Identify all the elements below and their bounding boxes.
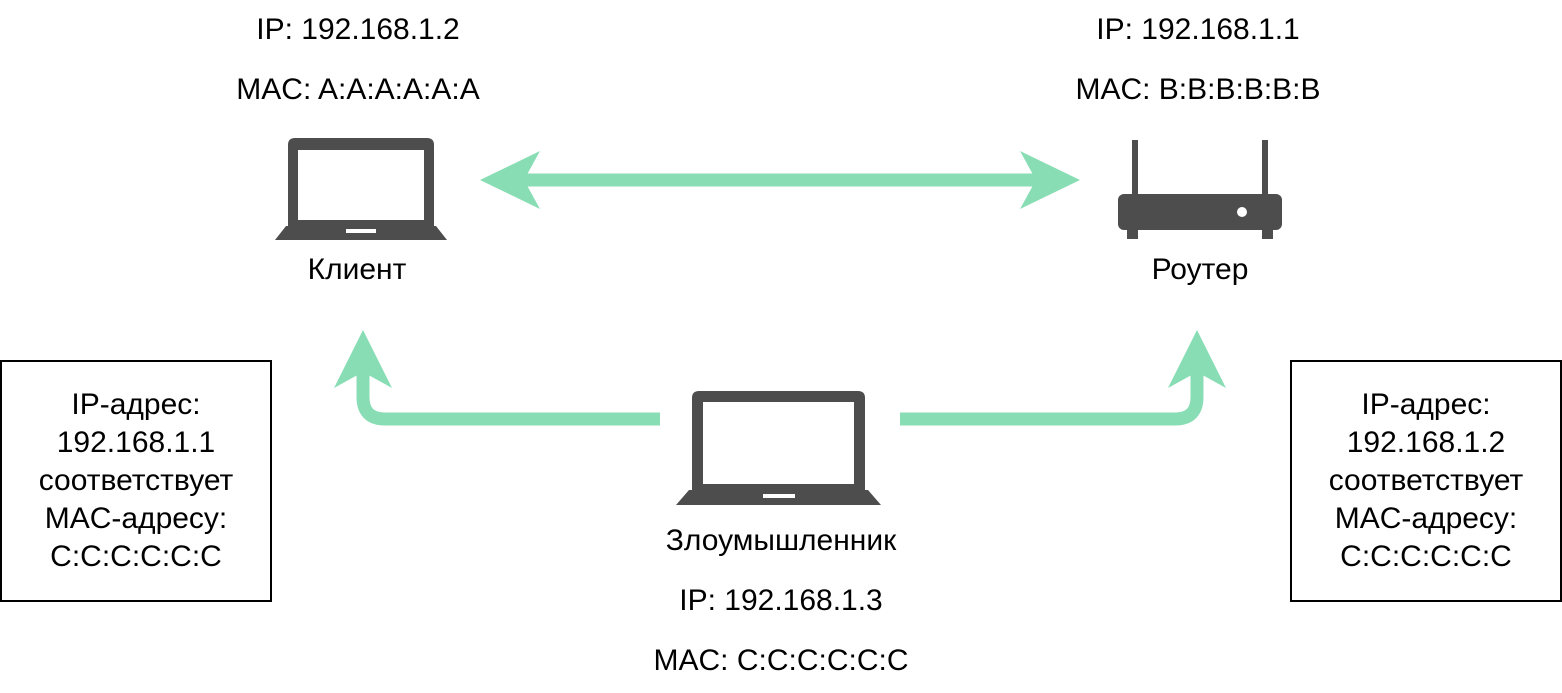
attacker-label: Злоумышленник [665, 524, 897, 557]
client-laptop-icon [275, 138, 447, 240]
client-router-arrow [480, 151, 1080, 209]
arrow-head-right [1020, 151, 1080, 209]
client-arp-note-line: MAC-адресу: [44, 502, 228, 535]
client-arp-note-line: C:C:C:C:C:C [50, 540, 222, 573]
attacker-laptop-icon [676, 391, 881, 505]
arrow-head-up-router [1168, 330, 1226, 388]
router-arp-note-line: C:C:C:C:C:C [1340, 540, 1512, 573]
attacker-mac: MAC: C:C:C:C:C:C [653, 644, 909, 677]
client-label: Клиент [307, 253, 407, 286]
router-mac: MAC: B:B:B:B:B:B [1075, 73, 1321, 106]
router-arp-note-line: MAC-адресу: [1334, 502, 1518, 535]
client-arp-note: IP-адрес: 192.168.1.1 соответствует MAC-… [0, 360, 272, 602]
router-arp-note-line: соответствует [1328, 464, 1524, 497]
arrow-head-left [480, 151, 540, 209]
router-arp-note-line: IP-адрес: [1361, 388, 1491, 421]
client-mac: MAC: A:A:A:A:A:A [236, 73, 480, 106]
client-arp-note-line: 192.168.1.1 [56, 426, 216, 459]
router-ip: IP: 192.168.1.1 [1096, 13, 1300, 46]
attacker-client-arrow-line [356, 368, 660, 426]
client-arp-note-line: соответствует [38, 464, 234, 497]
attacker-ip: IP: 192.168.1.3 [679, 584, 883, 617]
client-arp-note-line: IP-адрес: [71, 388, 201, 421]
router-arp-note-line: 192.168.1.2 [1346, 426, 1506, 459]
router-icon [1118, 140, 1282, 239]
attacker-router-arrow [900, 330, 1226, 426]
router-label: Роутер [1151, 253, 1249, 286]
arrow-head-up-client [334, 330, 392, 388]
attacker-client-arrow [334, 330, 660, 426]
router-arp-note: IP-адрес: 192.168.1.2 соответствует MAC-… [1290, 360, 1562, 602]
client-ip: IP: 192.168.1.2 [256, 13, 460, 46]
attacker-router-arrow-line [900, 368, 1204, 426]
